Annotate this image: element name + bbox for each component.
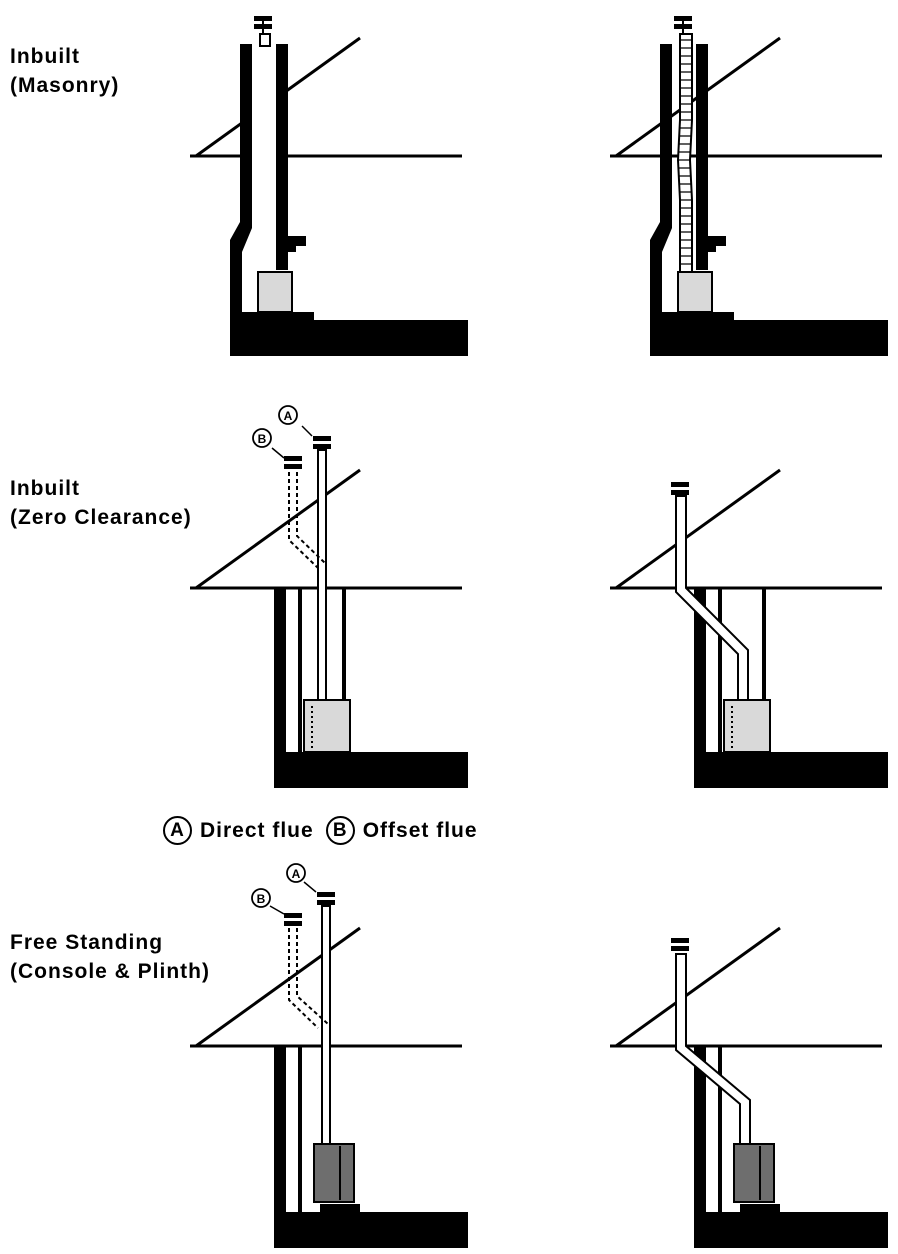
label-inbuilt-zero-clearance: Inbuilt (Zero Clearance) xyxy=(10,474,192,532)
wall-stud xyxy=(298,1046,302,1216)
direct-flue-pipe xyxy=(317,449,327,701)
mantel xyxy=(708,236,726,252)
callout-b-letter: B xyxy=(257,892,266,906)
roof-line xyxy=(615,468,781,590)
label-line-1: Inbuilt xyxy=(10,45,80,68)
callout-b-letter: B xyxy=(258,432,267,446)
hearth xyxy=(682,312,734,320)
label-line-2: (Masonry) xyxy=(10,74,120,97)
roof-line xyxy=(195,926,361,1048)
cowl-top xyxy=(671,938,689,943)
cowl-top xyxy=(317,892,335,897)
label-line-2: (Zero Clearance) xyxy=(10,506,192,529)
wall-stud xyxy=(274,1046,286,1216)
roof-line xyxy=(195,468,361,590)
wall-stud xyxy=(694,1046,706,1216)
cowl-bottom xyxy=(313,444,331,449)
cowl-top xyxy=(313,436,331,441)
masonry-direct-flue-diagram xyxy=(190,16,468,356)
callout-b-circle xyxy=(252,428,272,448)
offset-flue-pipe xyxy=(288,928,329,1029)
roof-line xyxy=(615,926,781,1048)
cowl-top xyxy=(671,482,689,487)
flexible-liner xyxy=(676,33,693,273)
callout-b-circle xyxy=(251,888,271,908)
floor-slab xyxy=(274,752,468,788)
freestanding-stove xyxy=(733,1143,775,1203)
free-standing-direct-offset-diagram: A B xyxy=(190,863,468,1248)
wall-stud xyxy=(718,588,722,756)
zero-clearance-direct-offset-diagram: A B xyxy=(190,405,468,788)
floor-slab xyxy=(694,752,888,788)
chimney-right-wall xyxy=(276,44,288,270)
fireplace-insert xyxy=(257,271,293,313)
chimney-left-wall xyxy=(230,44,262,320)
legend-a-circle: A xyxy=(163,816,192,845)
liner-corrugation xyxy=(678,39,692,265)
hearth xyxy=(262,312,314,320)
direct-flue-pipe xyxy=(321,905,331,1145)
floor-slab xyxy=(274,1212,468,1248)
fireplace-insert xyxy=(677,271,713,313)
cowl-bottom xyxy=(317,900,335,905)
offset-flue-pipe xyxy=(675,495,749,701)
wall-stud xyxy=(694,588,706,756)
label-inbuilt-masonry: Inbuilt (Masonry) xyxy=(10,42,119,100)
flue-pipe xyxy=(259,33,271,47)
legend-b-text: Offset flue xyxy=(362,818,478,842)
free-standing-offset-diagram xyxy=(610,926,888,1248)
freestanding-stove xyxy=(313,1143,355,1203)
callout-a-circle xyxy=(286,863,306,883)
cowl-top xyxy=(284,456,302,461)
label-line-2: (Console & Plinth) xyxy=(10,960,210,983)
callout-a-letter: A xyxy=(284,409,293,423)
fireplace-insert xyxy=(303,699,351,753)
wall-stud xyxy=(274,588,286,756)
wall-stud xyxy=(718,1046,722,1216)
wall-stud xyxy=(762,588,766,700)
plinth xyxy=(320,1204,360,1212)
cowl-bottom xyxy=(671,490,689,495)
floor-slab xyxy=(230,320,468,356)
legend-b-circle: B xyxy=(325,816,355,845)
label-line-1: Free Standing xyxy=(10,931,164,954)
cowl-top xyxy=(674,16,692,21)
fireplace-insert xyxy=(723,699,771,753)
floor-slab xyxy=(650,320,888,356)
legend-a-text: Direct flue xyxy=(200,818,314,842)
zero-clearance-offset-diagram xyxy=(610,468,888,788)
plinth xyxy=(740,1204,780,1212)
offset-flue-pipe xyxy=(675,953,751,1145)
flue-legend: A Direct flue B Offset flue xyxy=(163,816,478,845)
offset-flue-pipe xyxy=(288,472,327,569)
callout-a-letter: A xyxy=(292,867,301,881)
masonry-flexible-liner-diagram xyxy=(610,16,888,356)
label-line-1: Inbuilt xyxy=(10,477,80,500)
chimney-right-wall xyxy=(696,44,708,270)
callout-a-circle xyxy=(278,405,298,425)
wall-stud xyxy=(342,588,346,700)
label-free-standing: Free Standing (Console & Plinth) xyxy=(10,928,210,986)
floor-slab xyxy=(694,1212,888,1248)
cowl-bottom xyxy=(284,921,302,926)
cowl-bottom xyxy=(671,946,689,951)
wall-stud xyxy=(298,588,302,756)
cowl-top xyxy=(284,913,302,918)
chimney-left-wall xyxy=(650,44,682,320)
mantel xyxy=(288,236,306,252)
cowl-top xyxy=(254,16,272,21)
cowl-bottom xyxy=(284,464,302,469)
